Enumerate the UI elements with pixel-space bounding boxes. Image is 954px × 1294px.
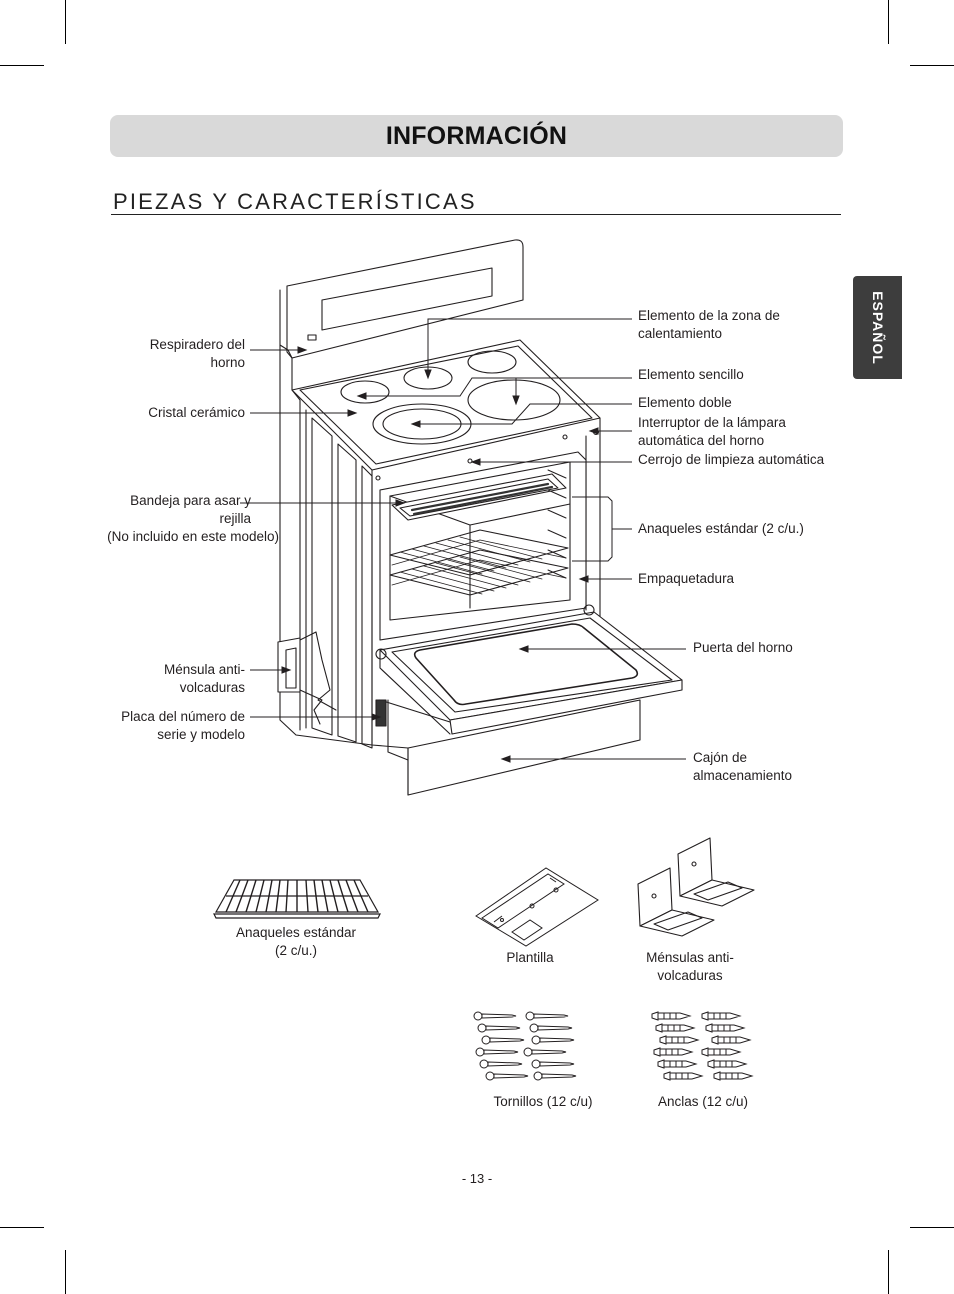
label-accessory-brackets: Ménsulas anti- volcaduras	[646, 950, 734, 983]
crop-mark	[910, 65, 954, 66]
oven-rack-icon	[213, 879, 381, 919]
crop-mark	[888, 1250, 889, 1294]
label-oven-door: Puerta del horno	[693, 640, 793, 655]
label-accessory-racks: Anaqueles estándar (2 c/u.)	[235, 925, 357, 958]
label-warming-zone: Elemento de la zona de calentamiento	[638, 308, 780, 341]
label-storage-drawer: Cajón de almacenamiento	[693, 750, 793, 783]
anchor-icon	[651, 1011, 753, 1081]
label-broil-pan: Bandeja para asar y rejilla (No incluido…	[107, 493, 279, 544]
label-serial-plate: Placa del número de serie y modelo	[121, 709, 245, 742]
label-anti-tip-bracket: Ménsula anti- volcaduras	[163, 662, 245, 695]
crop-mark	[0, 1227, 44, 1228]
label-lamp-switch: Interruptor de la lámpara automática del…	[638, 415, 786, 448]
label-dual-element: Elemento doble	[638, 395, 732, 410]
crop-mark	[65, 1250, 66, 1294]
crop-mark	[0, 65, 44, 66]
header-bar: INFORMACIÓN	[110, 115, 843, 157]
page-title: INFORMACIÓN	[385, 121, 568, 150]
label-gasket: Empaquetadura	[638, 571, 735, 586]
page-number: - 13 -	[461, 1171, 493, 1186]
label-accessory-screws: Tornillos (12 c/u)	[493, 1094, 593, 1109]
crop-mark	[910, 1227, 954, 1228]
label-oven-vent: Respiradero del horno	[149, 337, 245, 370]
label-ceramic-glass: Cristal cerámico	[148, 405, 245, 420]
label-accessory-anchors: Anclas (12 c/u)	[657, 1094, 749, 1109]
crop-mark	[888, 0, 889, 44]
language-tab: ESPAÑOL	[853, 276, 902, 379]
label-standard-racks: Anaqueles estándar (2 c/u.)	[638, 521, 804, 536]
template-icon	[475, 867, 599, 947]
range-diagram	[240, 239, 686, 796]
screw-icon	[473, 1011, 577, 1081]
label-self-clean-latch: Cerrojo de limpieza automática	[638, 452, 825, 467]
label-accessory-template: Plantilla	[506, 950, 554, 965]
crop-mark	[65, 0, 66, 44]
label-single-element: Elemento sencillo	[638, 367, 744, 382]
anti-tip-bracket-icon	[637, 837, 755, 937]
section-divider	[111, 214, 841, 215]
section-title: PIEZAS Y CARACTERÍSTICAS	[113, 189, 477, 214]
